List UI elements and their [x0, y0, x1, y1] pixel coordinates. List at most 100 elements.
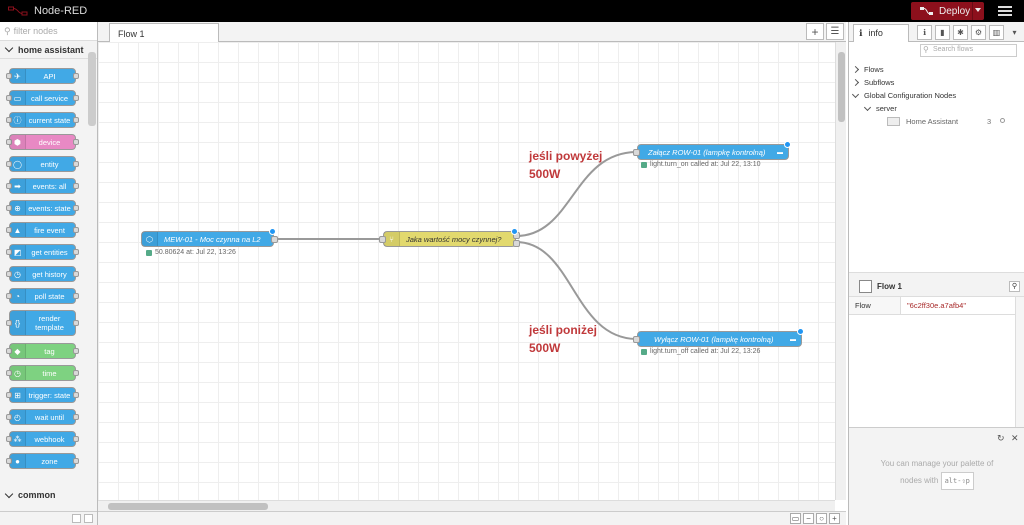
palette-node-fire-event[interactable]: ▲fire event — [6, 222, 79, 238]
tree-server[interactable]: server — [863, 103, 897, 113]
list-flows-button[interactable]: ☰ — [826, 23, 844, 40]
bug-icon[interactable]: ✱ — [953, 25, 968, 40]
turn-off-status: light.turn_off called at: Jul 22, 13:26 — [641, 348, 760, 355]
tab-flow-1[interactable]: Flow 1 — [109, 23, 219, 43]
input-port[interactable] — [379, 236, 386, 243]
flow-node-sensor[interactable]: ⬡ MEW-01 - Moc czynna na L2 — [141, 228, 278, 247]
canvas-horizontal-scrollbar[interactable] — [98, 500, 835, 511]
navigator-button[interactable]: ▭ — [790, 513, 801, 524]
chevron-down-icon — [851, 90, 860, 98]
zoom-out-button[interactable]: − — [803, 513, 814, 524]
palette-scrollbar[interactable] — [88, 52, 96, 126]
node-icon: ● — [10, 454, 26, 468]
canvas-vertical-scrollbar[interactable] — [835, 42, 846, 500]
flow-node-turn-on[interactable]: Załącz ROW-01 (lampkę kontrolną) ▬ — [633, 141, 791, 160]
flow-info-table: Flow "6c2ff30e.a7afb4" — [849, 297, 1015, 315]
search-flows-input[interactable]: Search flows — [920, 44, 1017, 57]
sidebar-info-scrollbar[interactable] — [1015, 297, 1024, 427]
changed-indicator — [784, 141, 791, 148]
annotation-below: jeśli poniżej 500W — [529, 323, 598, 355]
chevron-down-icon[interactable]: ▾ — [1012, 28, 1017, 37]
app-title: Node-RED — [34, 5, 88, 17]
add-flow-button[interactable]: + — [806, 23, 824, 40]
palette-node-wait-until[interactable]: ◴wait until — [6, 409, 79, 425]
trash-icon[interactable]: ▥ — [989, 25, 1004, 40]
flow-icon — [859, 280, 872, 293]
palette-node-get-history[interactable]: ◷get history — [6, 266, 79, 282]
deploy-label: Deploy — [939, 5, 971, 17]
zoom-controls: ▭ − ○ + — [790, 513, 840, 524]
node-icon: ◷ — [10, 267, 26, 281]
node-icon: {} — [10, 311, 26, 335]
palette-node-call-service[interactable]: ▭call service — [6, 90, 79, 106]
collapse-all-button[interactable] — [72, 514, 81, 523]
workspace-tabs: Flow 1 + ☰ — [98, 22, 846, 43]
palette-node-poll-state[interactable]: ◔poll state — [6, 288, 79, 304]
search-icon: ⚲ — [4, 25, 11, 36]
palette-node-get-entities[interactable]: ◩get entities — [6, 244, 79, 260]
palette-footer — [0, 511, 97, 525]
node-icon: ⓘ — [10, 113, 26, 127]
book-icon[interactable]: ▮ — [935, 25, 950, 40]
zoom-reset-button[interactable]: ○ — [816, 513, 827, 524]
input-port[interactable] — [633, 149, 640, 156]
palette-node-trigger-state[interactable]: ⊞trigger: state — [6, 387, 79, 403]
chevron-right-icon — [851, 65, 860, 74]
flow-canvas[interactable]: ⬡ MEW-01 - Moc czynna na L2 50.80624 at:… — [98, 42, 835, 500]
main-menu-button[interactable] — [995, 4, 1015, 18]
palette-node-webhook[interactable]: ⁂webhook — [6, 431, 79, 447]
help-panel: ↻ ✕ You can manage your palette of nodes… — [849, 427, 1024, 525]
palette-node-tag[interactable]: ◆tag — [6, 343, 79, 359]
palette-node-render-template[interactable]: {}render template — [6, 310, 79, 336]
expand-all-button[interactable] — [84, 514, 93, 523]
router-icon: ▬ — [777, 150, 783, 156]
palette-node-time[interactable]: ◷time — [6, 365, 79, 381]
tree-subflows[interactable]: Subflows — [851, 78, 894, 87]
palette-node-api[interactable]: ✈API — [6, 68, 79, 84]
palette-node-events-state[interactable]: ⊕events: state — [6, 200, 79, 216]
close-icon[interactable]: ✕ — [1011, 433, 1019, 443]
tree-global-config[interactable]: Global Configuration Nodes — [851, 90, 956, 100]
chevron-right-icon — [851, 78, 860, 87]
refresh-icon[interactable]: ↻ — [997, 433, 1005, 443]
gear-icon[interactable]: ⚙ — [971, 25, 986, 40]
circle-icon — [1000, 118, 1005, 123]
flow-node-turn-off[interactable]: Wyłącz ROW-01 (lampkę kontrolną) ▬ — [633, 328, 804, 347]
deploy-button[interactable]: Deploy — [911, 2, 984, 20]
palette-node-zone[interactable]: ●zone — [6, 453, 79, 469]
flow-node-switch[interactable]: ⑂ Jaka wartość mocy czynnej? — [379, 228, 520, 247]
output-port-2[interactable] — [513, 240, 520, 247]
zoom-in-button[interactable]: + — [829, 513, 840, 524]
node-icon: ◩ — [10, 245, 26, 259]
tree-flows[interactable]: Flows — [851, 65, 884, 74]
palette-filter-input[interactable]: ⚲ filter nodes — [0, 22, 97, 41]
chevron-down-icon[interactable] — [975, 8, 981, 12]
palette-category-home-assistant[interactable]: home assistant — [0, 41, 97, 59]
search-icon[interactable]: ⚲ — [1009, 281, 1020, 292]
input-port[interactable] — [633, 336, 640, 343]
shortcut-key: alt-⇧p — [940, 472, 974, 490]
changed-indicator — [797, 328, 804, 335]
changed-indicator — [511, 228, 518, 235]
output-port[interactable] — [271, 236, 278, 243]
hamburger-icon — [998, 6, 1012, 8]
changed-indicator — [269, 228, 276, 235]
palette-category-common[interactable]: common — [0, 486, 88, 504]
node-icon: ◯ — [10, 157, 26, 171]
node-icon: ◷ — [10, 366, 26, 380]
palette-node-entity[interactable]: ◯entity — [6, 156, 79, 172]
search-icon: ⚲ — [923, 45, 929, 54]
info-tab-button[interactable]: ℹ — [917, 25, 932, 40]
node-icon: ◴ — [10, 410, 26, 424]
palette-node-events-all[interactable]: ➡events: all — [6, 178, 79, 194]
chevron-down-icon — [863, 103, 872, 111]
tree-home-assistant[interactable]: Home Assistant 3 — [887, 117, 1017, 126]
node-icon: ⊕ — [10, 201, 26, 215]
flow-wires — [274, 151, 638, 340]
chevron-down-icon — [4, 43, 14, 53]
palette-node-device[interactable]: ⬢device — [6, 134, 79, 150]
node-icon: ▭ — [10, 91, 26, 105]
